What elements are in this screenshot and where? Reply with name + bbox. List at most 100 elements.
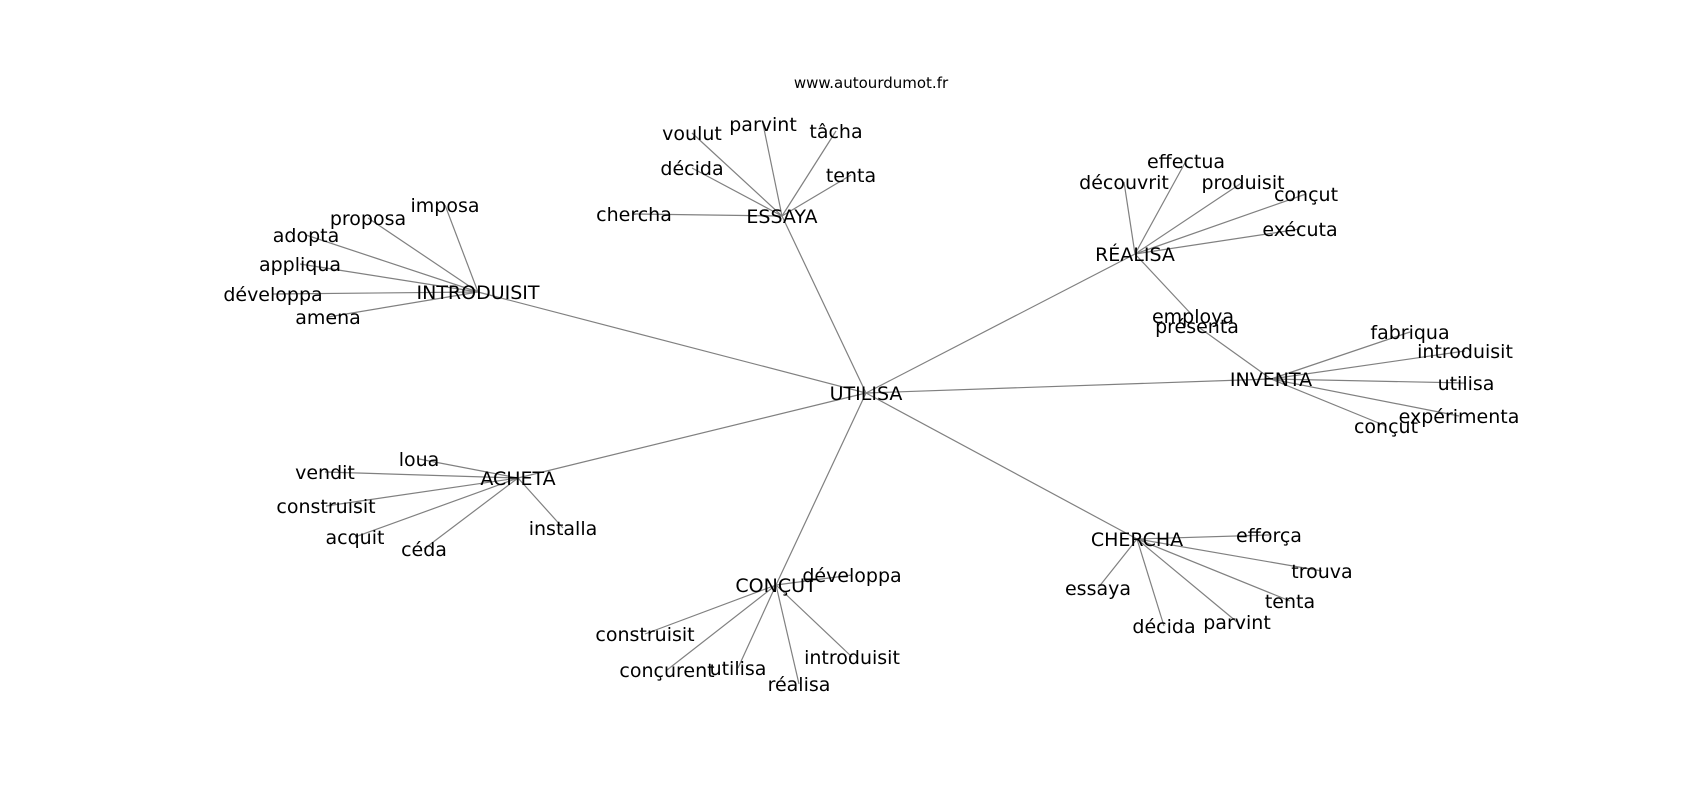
- hub-node: CHERCHA: [1091, 529, 1183, 551]
- edge-5-2: [666, 584, 777, 671]
- leaf-node: tenta: [1265, 591, 1315, 613]
- edge-3-2: [1270, 350, 1466, 380]
- hub-node: CONÇUT: [735, 575, 817, 597]
- edge-root-6: [865, 392, 1138, 540]
- edge-4-3: [354, 477, 519, 538]
- leaf-node: imposa: [410, 195, 479, 217]
- leaf-node: décida: [1132, 616, 1195, 638]
- edge-4-1: [324, 471, 519, 479]
- edge-0-3: [781, 174, 852, 217]
- leaf-node: réalisa: [768, 674, 831, 696]
- edge-0-4: [691, 167, 783, 217]
- edge-layer: [272, 123, 1467, 685]
- edge-root-1: [477, 291, 867, 394]
- leaf-node: céda: [401, 539, 447, 561]
- leaf-node: loua: [399, 449, 440, 471]
- edge-2-5: [1134, 253, 1194, 317]
- hub-node: RÉALISA: [1095, 243, 1175, 266]
- leaf-node: essaya: [1065, 578, 1131, 600]
- label-layer: UTILISA ESSAYA voulut parvint tâcha tenta déci…: [223, 114, 1519, 696]
- leaf-node: utilisa: [710, 658, 767, 680]
- edge-6-0: [1136, 534, 1270, 540]
- edge-root-5: [775, 392, 867, 586]
- edge-2-2: [1134, 181, 1244, 255]
- leaf-node: amena: [295, 307, 361, 329]
- edge-3-0: [1196, 325, 1272, 380]
- edge-root-3: [865, 378, 1272, 394]
- edge-3-4: [1270, 378, 1460, 417]
- hub-node: INVENTA: [1230, 369, 1312, 391]
- leaf-node: présenta: [1155, 316, 1239, 338]
- hub-node: INTRODUISIT: [417, 282, 540, 304]
- hub-node: ESSAYA: [746, 206, 817, 228]
- edge-5-3: [737, 584, 777, 669]
- edge-1-2: [305, 234, 479, 293]
- edge-1-5: [327, 291, 479, 318]
- leaf-node: chercha: [596, 204, 672, 226]
- edge-2-4: [1134, 228, 1301, 255]
- leaf-node: exécuta: [1262, 219, 1337, 241]
- leaf-node: expérimenta: [1399, 406, 1520, 428]
- edge-6-4: [1136, 538, 1165, 627]
- leaf-node: construisit: [595, 624, 694, 646]
- edge-2-0: [1134, 160, 1187, 255]
- edge-1-3: [299, 263, 479, 293]
- edge-3-5: [1270, 378, 1387, 427]
- edge-2-3: [1134, 193, 1307, 255]
- edge-3-1: [1270, 331, 1411, 380]
- leaf-node: appliqua: [259, 254, 341, 276]
- leaf-node: trouva: [1291, 561, 1352, 583]
- leaf-node: introduisit: [1417, 341, 1513, 363]
- leaf-node: développa: [802, 565, 901, 587]
- leaf-node: tenta: [826, 165, 876, 187]
- edge-5-5: [775, 584, 853, 658]
- edge-4-4: [423, 477, 519, 550]
- leaf-node: parvint: [729, 114, 797, 136]
- edge-4-5: [517, 477, 564, 529]
- edge-6-5: [1136, 538, 1238, 623]
- edge-0-1: [762, 123, 783, 217]
- leaf-node: introduisit: [804, 647, 900, 669]
- root-node: UTILISA: [830, 383, 903, 405]
- leaf-node: installa: [529, 518, 598, 540]
- leaf-node: utilisa: [1438, 373, 1495, 395]
- hub-node: ACHETA: [480, 468, 555, 490]
- leaf-node: vendit: [295, 462, 355, 484]
- leaf-node: parvint: [1203, 612, 1271, 634]
- edge-root-0: [781, 215, 867, 394]
- leaf-node: découvrit: [1079, 172, 1169, 194]
- edge-0-5: [633, 213, 783, 217]
- edge-2-1: [1123, 181, 1136, 255]
- edge-0-0: [691, 132, 783, 217]
- leaf-node: voulut: [662, 123, 722, 145]
- edge-root-4: [517, 392, 867, 479]
- edge-3-3: [1270, 378, 1467, 384]
- leaf-node: conçut: [1354, 416, 1418, 438]
- leaf-node: décida: [660, 158, 723, 180]
- edge-1-0: [444, 204, 479, 293]
- leaf-node: construisit: [276, 496, 375, 518]
- leaf-node: fabriqua: [1370, 322, 1449, 344]
- leaf-node: adopta: [273, 225, 339, 247]
- edge-5-1: [644, 584, 777, 635]
- leaf-node: tâcha: [809, 121, 862, 143]
- edge-5-4: [775, 584, 800, 685]
- edge-5-0: [775, 574, 853, 586]
- edge-1-1: [367, 217, 479, 293]
- edge-4-2: [325, 477, 519, 507]
- leaf-node: produisit: [1201, 172, 1284, 194]
- leaf-node: conçurent: [619, 660, 714, 682]
- edge-6-1: [1136, 538, 1323, 572]
- edge-6-3: [1097, 538, 1138, 589]
- leaf-node: conçut: [1274, 184, 1338, 206]
- edge-0-2: [781, 130, 837, 217]
- edge-4-0: [418, 458, 519, 479]
- leaf-node: proposa: [330, 208, 406, 230]
- edge-root-2: [865, 253, 1136, 394]
- leaf-node: acquit: [326, 527, 385, 549]
- site-watermark: www.autourdumot.fr: [794, 74, 949, 92]
- leaf-node: effectua: [1147, 151, 1225, 173]
- leaf-node: employa: [1152, 306, 1234, 328]
- edge-1-4: [272, 291, 479, 295]
